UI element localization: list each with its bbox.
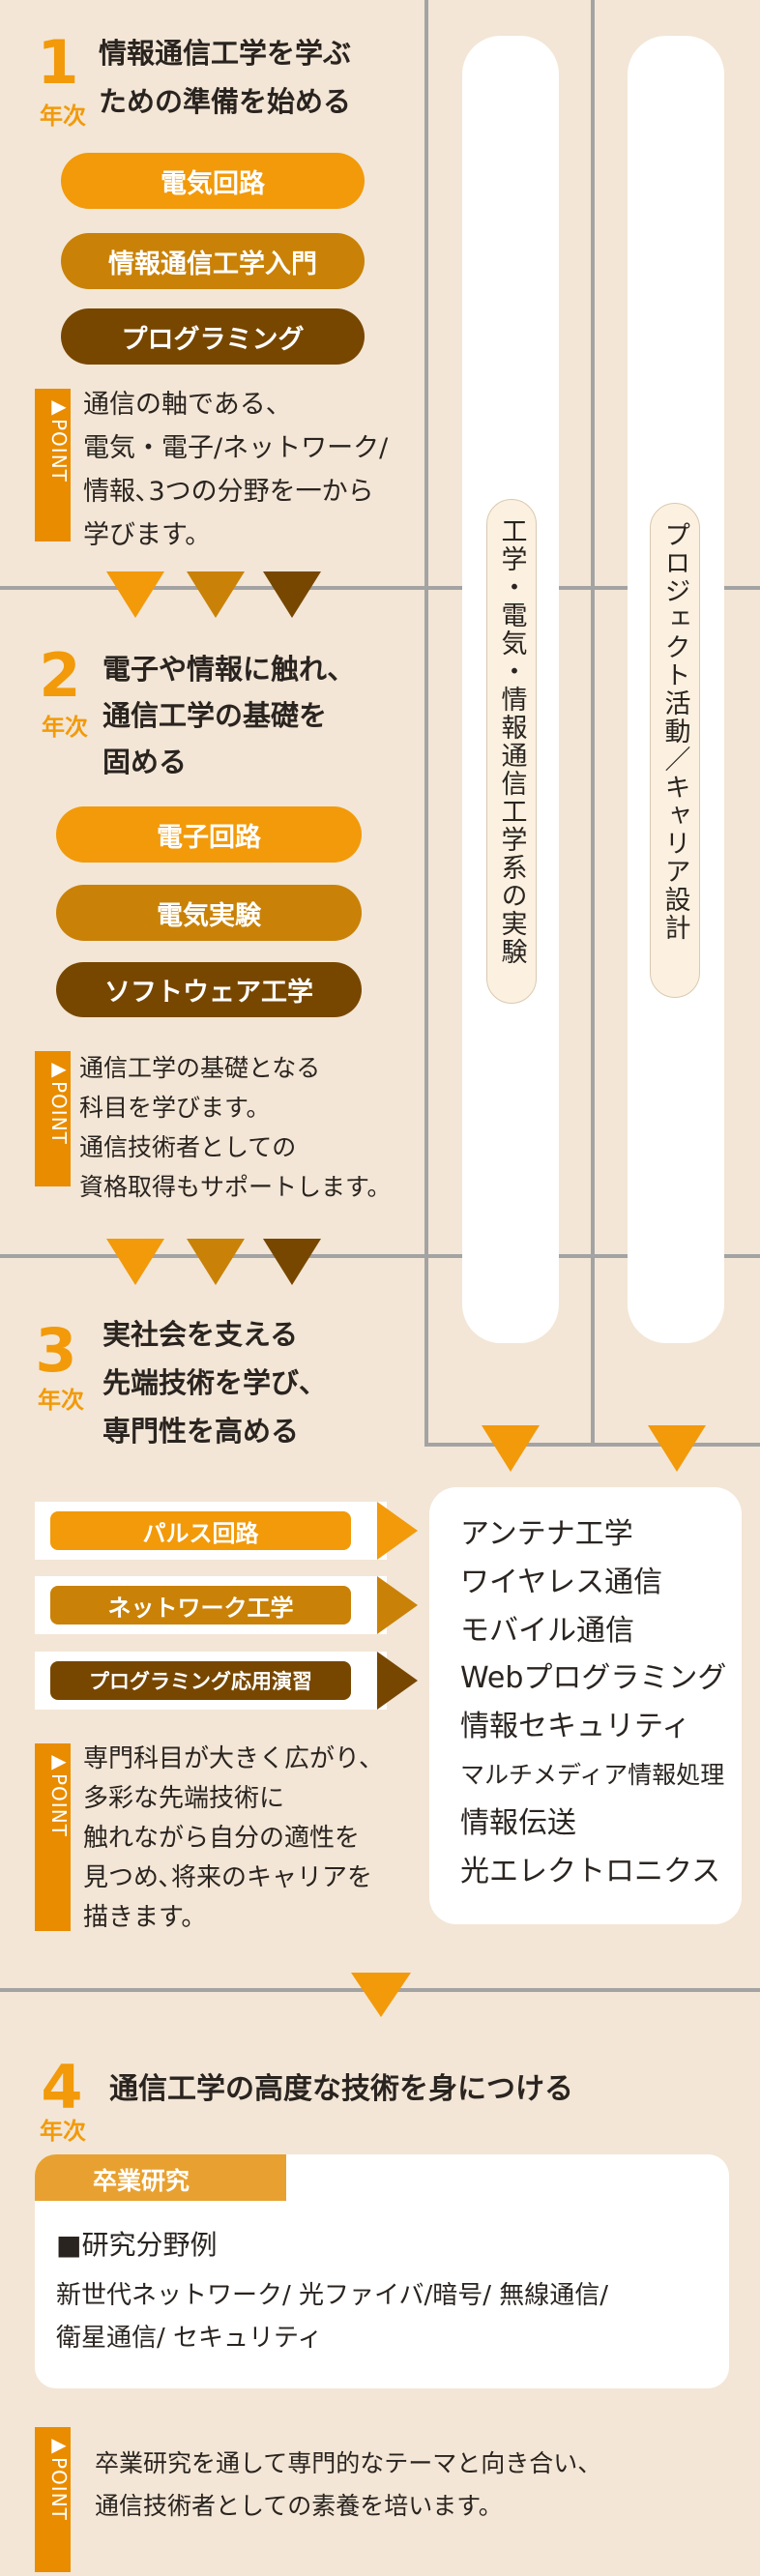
research-field-line: 新世代ネットワーク/ 光ファイバ/暗号/ 無線通信/ — [56, 2281, 609, 2310]
year-number: 2 — [39, 640, 81, 711]
column-divider — [424, 0, 428, 1447]
divider — [0, 586, 760, 590]
point-badge: ▶POINT — [35, 1051, 71, 1186]
point-text: 卒業研究を通して専門的なテーマと向き合い、 通信技術者としての素養を培います。 — [95, 2449, 602, 2520]
divider — [424, 1443, 760, 1447]
course-pill: 電気回路 — [61, 153, 365, 209]
title-line: 実社会を支える — [102, 1318, 299, 1351]
course-pill: ソフトウェア工学 — [56, 962, 362, 1017]
down-arrow-icon — [106, 571, 164, 618]
column-divider — [591, 0, 595, 1447]
down-arrow-icon — [482, 1425, 540, 1472]
advanced-course-row: パルス回路 — [35, 1502, 418, 1560]
project-column-label: プロジェクト活動／キャリア設計 — [650, 503, 700, 998]
course-pill: パルス回路 — [50, 1511, 351, 1550]
year-number: 4 — [41, 2052, 83, 2122]
year-label: 年次 — [42, 714, 88, 741]
subject-item: Webプログラミング — [460, 1661, 727, 1696]
divider — [0, 1254, 760, 1258]
advanced-course-row: プログラミング応用演習 — [35, 1652, 418, 1710]
year-title: 実社会を支える先端技術を学び、専門性を高める — [102, 1310, 327, 1455]
point-text: 通信の軸である、 電気・電子/ネットワーク/ 情報､3つの分野を一から 学びます… — [83, 390, 389, 550]
year-title: 情報通信工学を学ぶための準備を始める — [99, 29, 351, 126]
year-label: 年次 — [40, 2118, 86, 2145]
down-arrow-icon — [263, 571, 321, 618]
research-box: 卒業研究 ■研究分野例 新世代ネットワーク/ 光ファイバ/暗号/ 無線通信/ 衛… — [35, 2154, 729, 2388]
title-line: 専門性を高める — [102, 1415, 300, 1448]
year-title: 通信工学の高度な技術を身につける — [109, 2072, 573, 2106]
title-line: 電子や情報に触れ、 — [102, 653, 356, 686]
down-arrow-icon — [648, 1425, 706, 1472]
down-arrow-icon — [351, 1973, 411, 2017]
title-line: ための準備を始める — [99, 85, 352, 118]
subjects-box: アンテナ工学 ワイヤレス通信 モバイル通信 Webプログラミング 情報セキュリテ… — [429, 1487, 742, 1924]
title-line: 通信工学の基礎を — [102, 699, 328, 732]
year-label: 年次 — [38, 1387, 84, 1414]
title-line: 先端技術を学び、 — [102, 1366, 328, 1399]
subject-item: ワイヤレス通信 — [460, 1565, 663, 1599]
research-field-line: 衛星通信/ セキュリティ — [56, 2324, 323, 2353]
down-arrow-icon — [187, 571, 245, 618]
year-number: 1 — [37, 27, 79, 98]
course-pill: ネットワーク工学 — [50, 1586, 351, 1625]
subject-item: アンテナ工学 — [460, 1517, 633, 1551]
course-pill: 電子回路 — [56, 806, 362, 863]
subject-item: マルチメディア情報処理 — [460, 1760, 725, 1789]
point-text: 専門科目が大きく広がり、 多彩な先端技術に 触れながら自分の適性を 見つめ､将来… — [83, 1744, 384, 1932]
point-text: 通信工学の基礎となる 科目を学びます。 通信技術者としての 資格取得もサポートし… — [79, 1054, 392, 1201]
research-fields: 新世代ネットワーク/ 光ファイバ/暗号/ 無線通信/ 衛星通信/ セキュリティ — [56, 2274, 608, 2359]
down-arrow-icon — [187, 1239, 245, 1285]
course-pill: 電気実験 — [56, 885, 362, 941]
subject-item: 光エレクトロニクス — [460, 1854, 721, 1888]
course-pill: プログラミング — [61, 308, 365, 365]
lab-column-label: 工学・電気・情報通信工学系の実験 — [486, 499, 537, 1004]
title-line: 情報通信工学を学ぶ — [99, 37, 352, 70]
research-tab: 卒業研究 — [35, 2154, 286, 2201]
point-badge: ▶POINT — [35, 2427, 71, 2572]
subject-item: 情報伝送 — [460, 1805, 576, 1840]
year-title: 電子や情報に触れ、通信工学の基礎を固める — [102, 646, 355, 785]
year-label: 年次 — [40, 102, 86, 130]
course-pill: プログラミング応用演習 — [50, 1661, 351, 1700]
down-arrow-icon — [106, 1239, 164, 1285]
subject-item: モバイル通信 — [460, 1613, 634, 1648]
subject-item: 情報セキュリティ — [460, 1710, 691, 1744]
down-arrow-icon — [263, 1239, 321, 1285]
advanced-course-row: ネットワーク工学 — [35, 1576, 418, 1634]
course-pill: 情報通信工学入門 — [61, 233, 365, 289]
point-badge: ▶POINT — [35, 1743, 71, 1931]
point-badge: ▶POINT — [35, 389, 71, 542]
research-heading: ■研究分野例 — [56, 2229, 218, 2261]
right-arrow-icon — [377, 1502, 418, 1560]
year-number: 3 — [35, 1315, 77, 1386]
title-line: 固める — [102, 746, 188, 778]
right-arrow-icon — [377, 1652, 418, 1710]
right-arrow-icon — [377, 1576, 418, 1634]
